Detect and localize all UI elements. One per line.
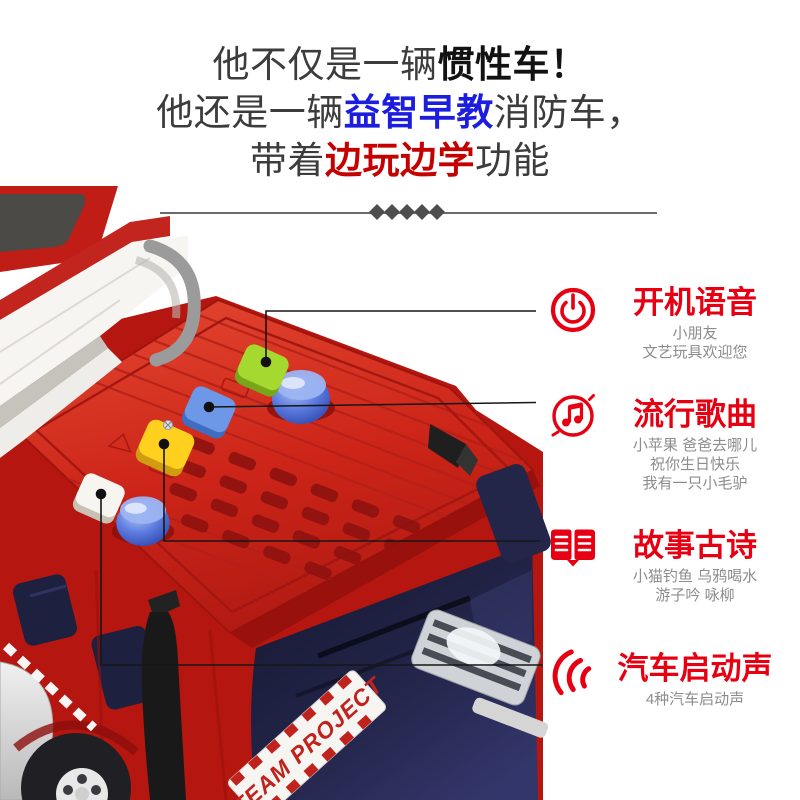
headline-em-inertia: 惯性车: [437, 44, 550, 85]
headline-text: 带着: [250, 140, 325, 181]
headline-text: 他还是一辆: [156, 92, 344, 133]
wheel-arch: [13, 720, 139, 756]
connector-line-story: [163, 444, 540, 542]
connector-line-music: [208, 401, 537, 408]
roof-front-edge: [230, 470, 540, 648]
roof-border-groove: [34, 316, 515, 614]
connector-line-engine: [100, 494, 543, 666]
headline: 他不仅是一辆惯性车！ 他还是一辆益智早教消防车， 带着边玩边学功能: [0, 41, 800, 185]
feature-subtext: 游子吟 咏柳: [655, 587, 735, 604]
headline-text: 功能: [475, 140, 550, 181]
feature-subtext: 小猫钓鱼 乌鸦喝水: [632, 568, 758, 585]
feature-title: 汽车启动声: [617, 651, 773, 686]
feature-subtext: 祝你生日快乐: [649, 456, 740, 473]
headline-punct: ！: [550, 44, 588, 85]
hazard-stripe: [2, 642, 98, 732]
right-mirror-bracket: [428, 424, 478, 476]
headline-line-3: 带着边玩边学功能: [0, 137, 800, 185]
roof-speaker-vents: [169, 436, 421, 596]
storybook-icon: [546, 520, 600, 574]
feature-subtext: 4种汽车启动声: [645, 691, 745, 708]
headlight-grille: [411, 609, 548, 738]
dome-light-side: [111, 496, 175, 546]
toy-button-green: [234, 344, 289, 397]
feature-subtext: 文艺玩具欢迎您: [642, 344, 748, 361]
feature-subtext: 小朋友: [672, 325, 718, 342]
wiper-blade: [317, 595, 471, 659]
power-icon: [546, 283, 600, 337]
headline-em-educational: 益智早教: [343, 92, 494, 133]
headlight-lens: [446, 627, 501, 667]
sound-wave-icon: [546, 647, 600, 701]
headline-line-1: 他不仅是一辆惯性车！: [0, 41, 800, 89]
feature-title: 故事古诗: [633, 528, 757, 563]
side-mirror: [141, 590, 186, 800]
right-side-window: [476, 464, 551, 563]
headline-text: 他不仅是一辆: [212, 44, 438, 85]
boom-handle: [143, 239, 201, 367]
dome-light-front: [267, 370, 335, 424]
headline-line-2: 他还是一辆益智早教消防车，: [0, 89, 800, 137]
divider-zigzag-ornament: [369, 204, 445, 220]
feature-subtext: 小苹果 爸爸去哪儿: [632, 437, 758, 454]
music-note-icon: [546, 389, 600, 443]
wheel: [21, 733, 131, 800]
headline-em-play-learn: 边玩边学: [325, 140, 475, 181]
feature-title: 开机语音: [633, 285, 757, 320]
boom-tip: [0, 194, 86, 252]
connector-line-power: [265, 310, 536, 362]
headline-text: 消防车，: [493, 92, 644, 133]
feature-subtext: 我有一只小毛驴: [642, 475, 748, 492]
connector-dots: [95, 356, 272, 500]
screw: [163, 420, 173, 430]
sticker-checker-pattern: [230, 674, 372, 800]
feature-title: 流行歌曲: [633, 397, 757, 432]
ladder-boom: [0, 186, 201, 458]
